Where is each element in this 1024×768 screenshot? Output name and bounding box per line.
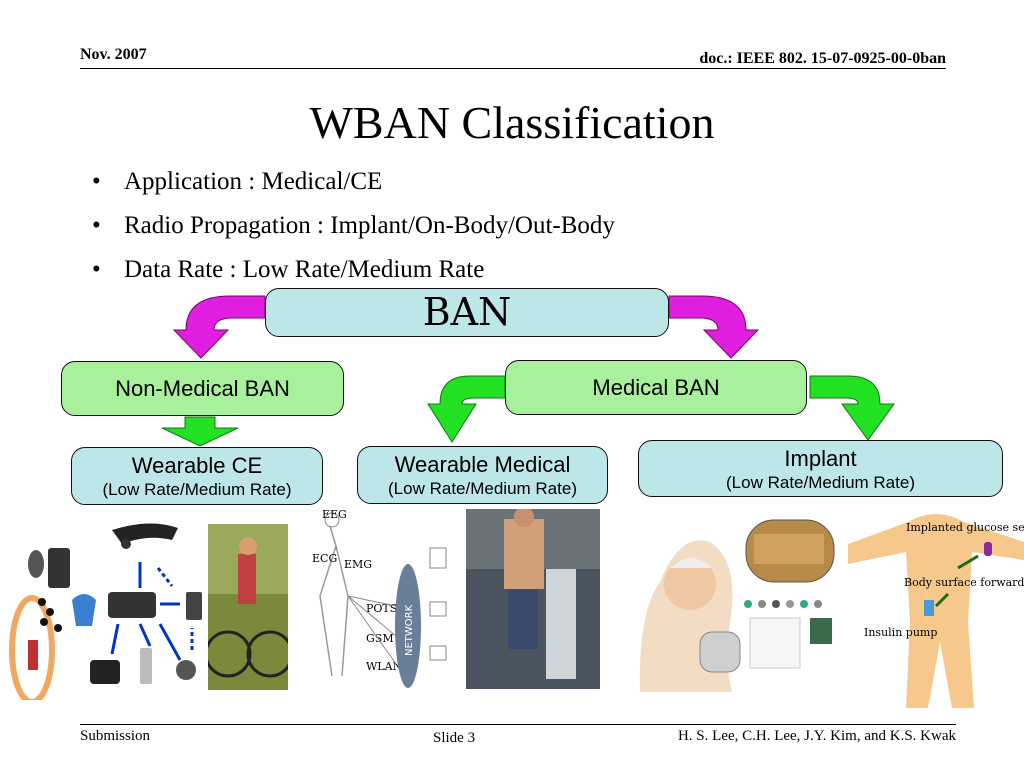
bullet-item: Data Rate : Low Rate/Medium Rate: [92, 248, 615, 292]
pacemaker-image: [639, 540, 741, 692]
slide-title: WBAN Classification: [309, 97, 715, 148]
ecg-label: ECG: [312, 552, 337, 565]
wlan-label: WLAN: [366, 660, 403, 673]
network-label: NETWORK: [404, 604, 415, 656]
capsule-image: [744, 519, 835, 669]
treadmill-image: [466, 507, 600, 689]
wearable-ce-rate: (Low Rate/Medium Rate): [102, 480, 292, 499]
implanted-sensor-label: Implanted glucose sensor: [906, 521, 1024, 534]
magenta-arrow-right: [668, 295, 760, 359]
header-doc-id: doc.: IEEE 802. 15-07-0925-00-0ban: [699, 50, 946, 67]
magenta-arrow-left: [172, 295, 266, 359]
green-arrow-left: [427, 375, 506, 443]
green-arrow-down: [161, 416, 239, 447]
implanted-sensor-text: Implanted glucose sensor: [906, 521, 1024, 534]
wearable-medical-box: Wearable Medical (Low Rate/Medium Rate): [357, 446, 608, 504]
wearable-medical-rate: (Low Rate/Medium Rate): [388, 479, 577, 498]
ban-root-box: BAN: [265, 288, 669, 337]
wearable-ce-title: Wearable CE: [131, 453, 263, 478]
forwarder-label: Body surface forwarder: [904, 576, 1024, 589]
network-diagram-image: EEG ECG EMG POTS GSM WLAN NETWORK: [312, 508, 447, 688]
footer-submission: Submission: [80, 728, 151, 744]
footer-authors: H. S. Lee, C.H. Lee, J.Y. Kim, and K.S. …: [677, 728, 956, 744]
implant-rate: (Low Rate/Medium Rate): [726, 473, 915, 492]
header-divider: [80, 68, 946, 69]
pump-label: Insulin pump: [864, 626, 937, 639]
forwarder-text: Body surface forwarder: [904, 576, 1024, 589]
emg-label: EMG: [344, 558, 372, 571]
green-arrow-right: [809, 375, 895, 441]
gsm-label: GSM: [366, 632, 394, 645]
cyclists-image: [204, 524, 294, 690]
bullet-item: Application : Medical/CE: [92, 160, 615, 204]
eeg-label: EEG: [322, 508, 347, 521]
body-diagram-image: Implanted glucose sensor Body surface fo…: [848, 514, 1024, 708]
ce-devices-image: [9, 523, 202, 700]
bullet-item: Radio Propagation : Implant/On-Body/Out-…: [92, 204, 615, 248]
implant-box: Implant (Low Rate/Medium Rate): [638, 440, 1003, 497]
medical-ban-box: Medical BAN: [505, 360, 807, 415]
wearable-medical-title: Wearable Medical: [394, 452, 571, 477]
implant-title: Implant: [784, 446, 857, 471]
wearable-ce-box: Wearable CE (Low Rate/Medium Rate): [71, 447, 323, 505]
header-date: Nov. 2007: [80, 46, 147, 63]
pots-label: POTS: [366, 602, 397, 615]
non-medical-ban-box: Non-Medical BAN: [61, 361, 344, 416]
bullet-list: Application : Medical/CE Radio Propagati…: [92, 160, 615, 292]
footer-divider: [80, 724, 956, 725]
footer-slide-number: Slide 3: [433, 730, 476, 746]
